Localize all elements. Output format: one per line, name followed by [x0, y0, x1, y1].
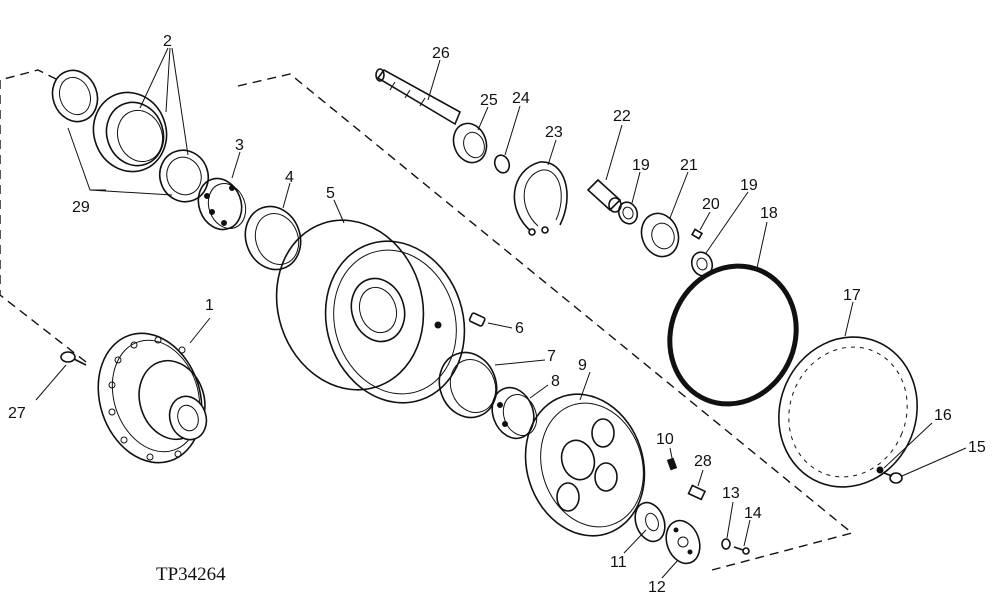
part-26-input-shaft	[375, 68, 462, 126]
callout-1: 1	[205, 297, 214, 314]
callout-11: 11	[610, 554, 627, 571]
group-outline-main	[237, 73, 854, 571]
figure-id: TP34264	[156, 564, 226, 585]
callout-5: 5	[326, 185, 335, 202]
callout-8: 8	[551, 373, 560, 390]
part-23-retaining-ring	[513, 161, 568, 236]
callout-27: 27	[8, 405, 26, 422]
part-24-snap-ring	[493, 154, 511, 174]
part-19-thrust-washer-a	[617, 201, 639, 225]
callout-2: 2	[163, 33, 172, 50]
part-6-plug	[468, 312, 486, 327]
part-25-sun-gear	[452, 122, 488, 164]
callout-26: 26	[432, 45, 450, 62]
callout-13: 13	[722, 485, 740, 502]
part-13-washer	[721, 538, 731, 550]
part-12-cover-plate	[665, 519, 701, 565]
part-5-housing	[275, 219, 466, 404]
part-3-bearing	[197, 177, 247, 231]
part-27-stud	[60, 351, 87, 366]
part-21-planet-gear	[640, 212, 680, 258]
part-16-washer	[876, 466, 884, 474]
part-14-screw	[733, 546, 750, 555]
callout-3: 3	[235, 137, 244, 154]
part-7-bearing-cup	[438, 351, 498, 419]
callout-12: 12	[648, 579, 666, 594]
leader-lines	[35, 47, 967, 579]
part-17-ring-gear	[778, 336, 918, 488]
callout-25: 25	[480, 92, 498, 109]
callout-10: 10	[656, 431, 674, 448]
part-22-planet-shaft	[586, 178, 622, 213]
callout-28: 28	[694, 453, 712, 470]
part-4-bearing-cup	[244, 205, 302, 271]
part-18-o-ring	[667, 263, 799, 407]
part-8-bearing	[491, 386, 538, 440]
callout-22: 22	[613, 108, 631, 125]
part-11-thrust-washer	[634, 501, 666, 543]
callout-16: 16	[934, 407, 952, 424]
callout-23: 23	[545, 124, 563, 141]
part-15-bolt	[883, 472, 903, 484]
callout-24: 24	[512, 90, 530, 107]
part-20-roller	[690, 228, 704, 240]
callout-18: 18	[760, 205, 778, 222]
callout-17: 17	[843, 287, 861, 304]
part-9-planet-carrier	[524, 393, 646, 537]
callout-labels: 2 29 3 4 5 1 27 6 7 8 9 10 28 11 12 13 1…	[8, 33, 986, 594]
callout-4: 4	[285, 169, 294, 186]
callout-7: 7	[547, 348, 556, 365]
callout-19b: 19	[740, 177, 758, 194]
callout-15: 15	[968, 439, 986, 456]
callout-19a: 19	[632, 157, 650, 174]
callout-9: 9	[578, 357, 587, 374]
part-10-pin	[666, 457, 678, 471]
callout-14: 14	[744, 505, 762, 522]
callout-29: 29	[72, 199, 90, 216]
callout-20: 20	[702, 196, 720, 213]
part-28-bolt	[687, 484, 707, 501]
part-2-29-seal-set	[51, 69, 210, 203]
callout-21: 21	[680, 157, 698, 174]
part-1-hub	[97, 332, 208, 464]
callout-6: 6	[515, 320, 524, 337]
